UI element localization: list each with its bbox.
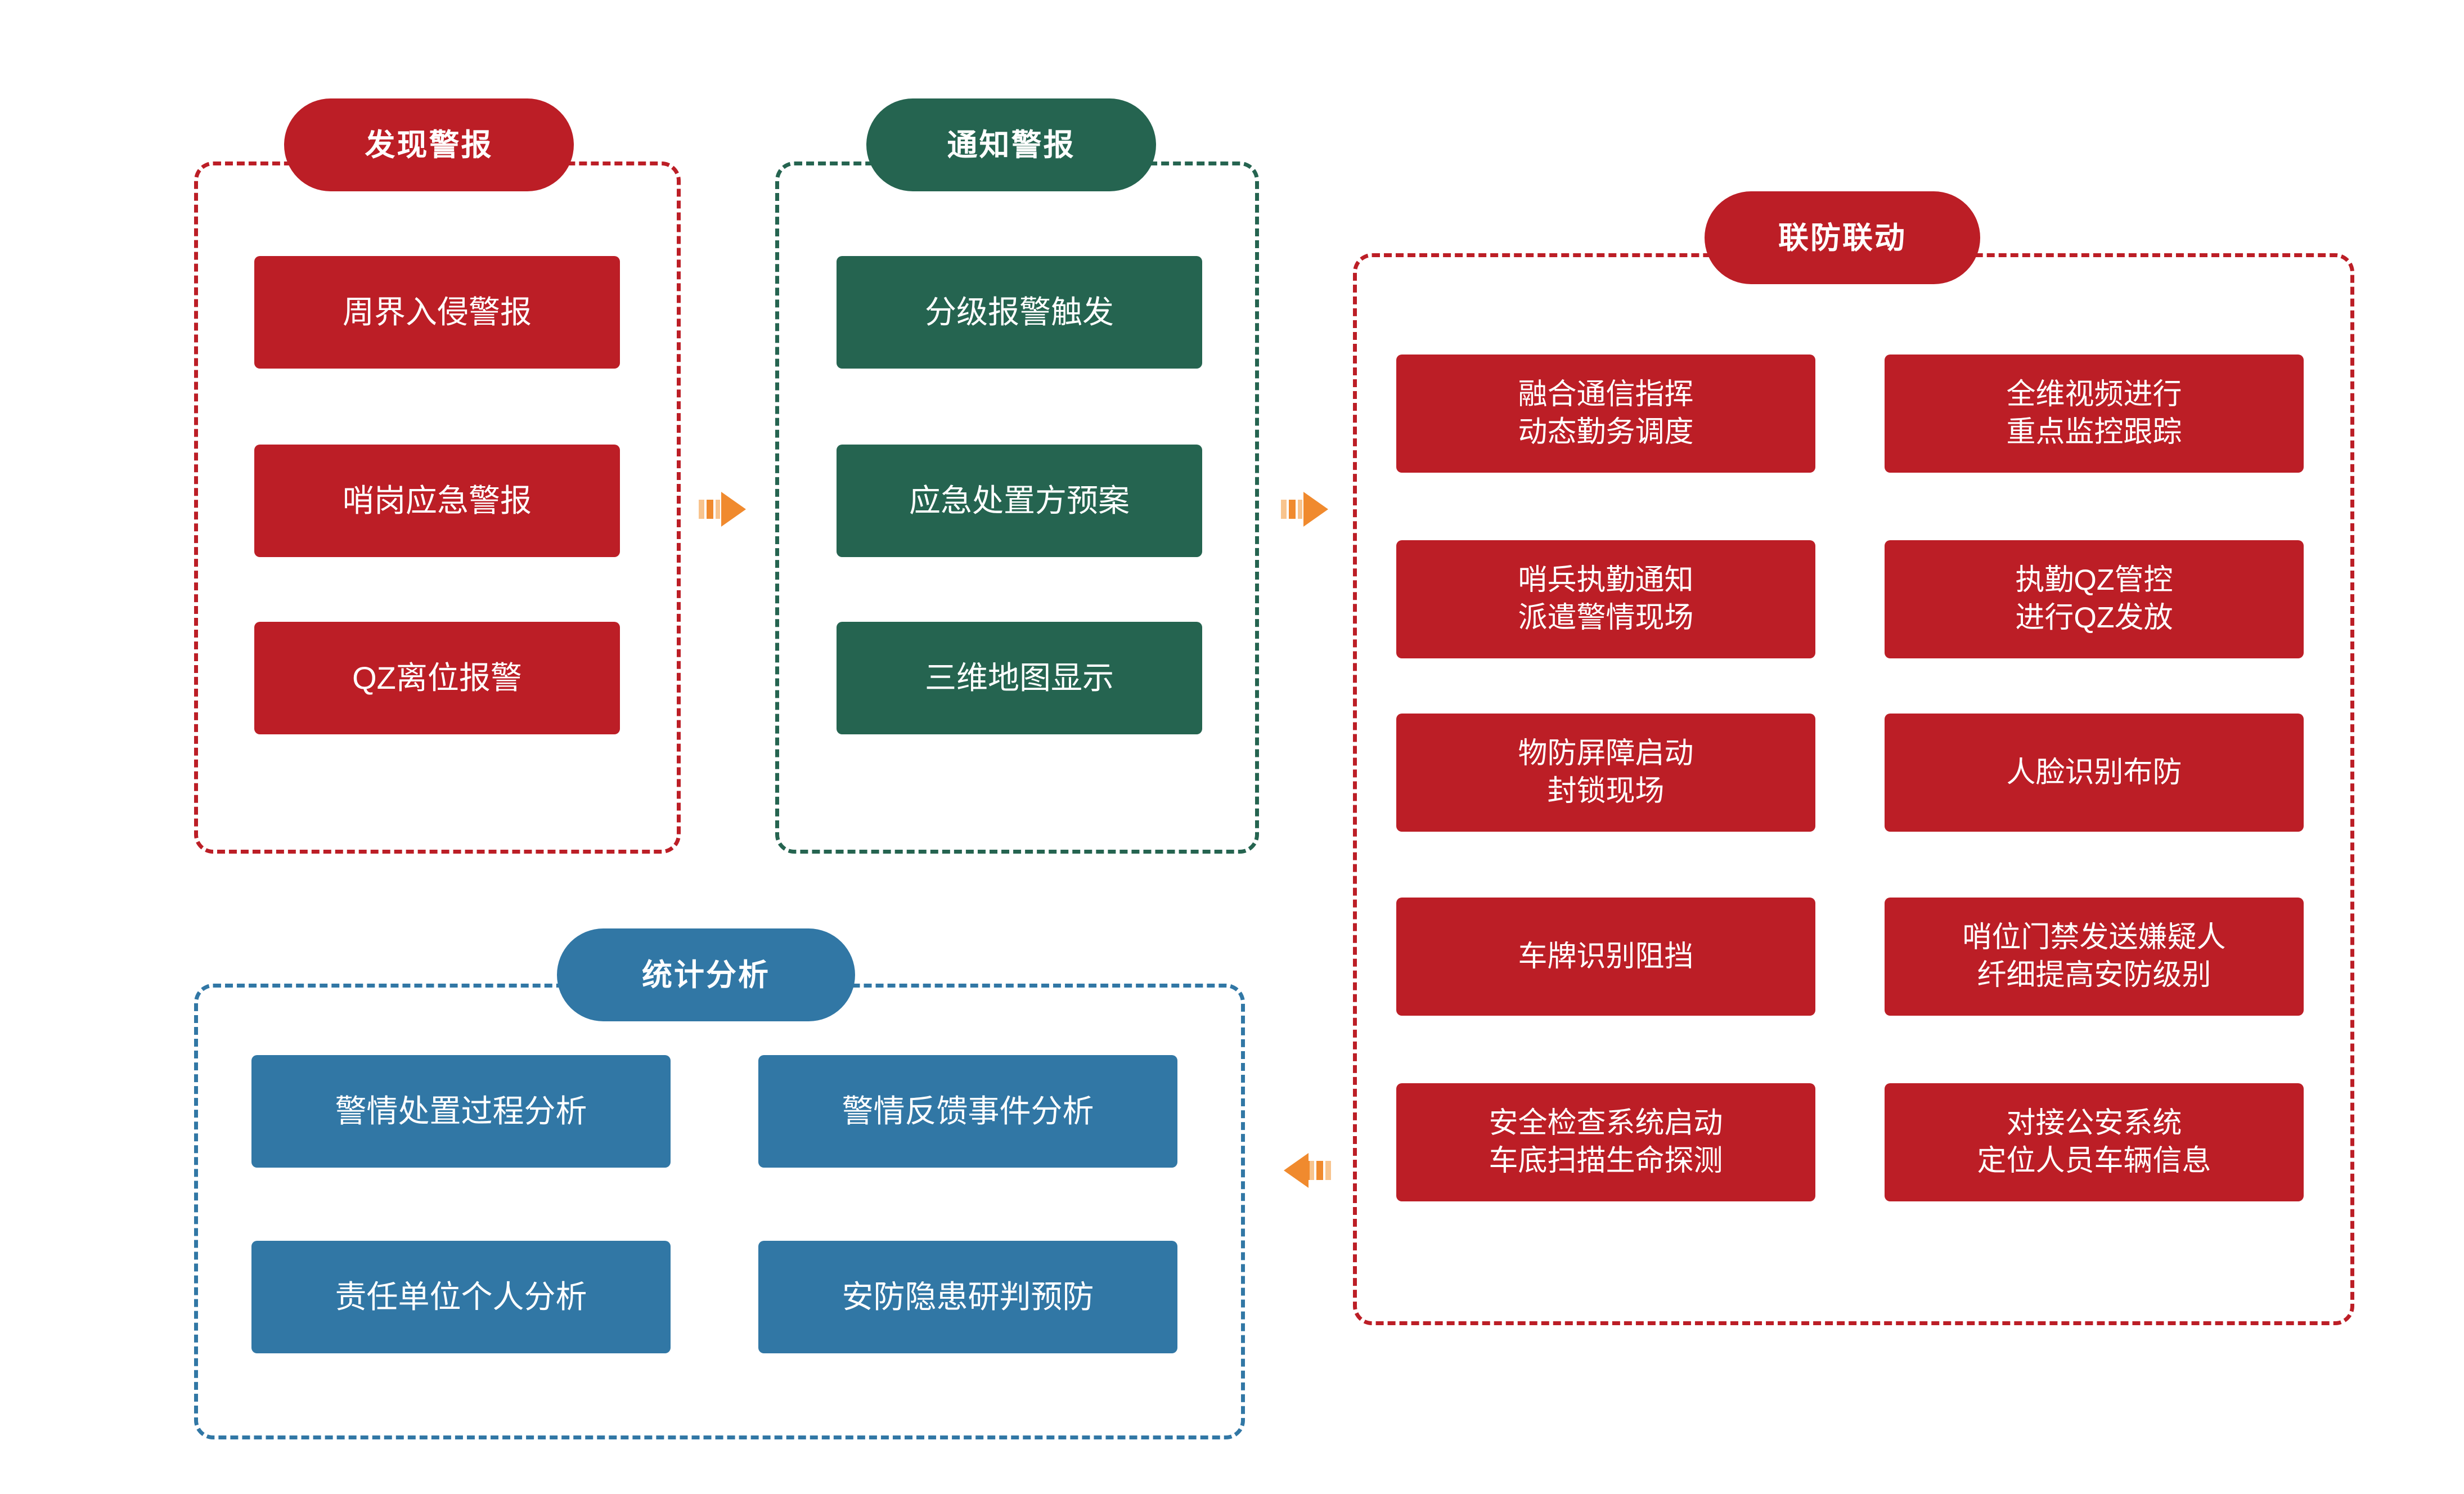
item-box[interactable]: 三维地图显示	[837, 622, 1202, 734]
item-box[interactable]: 哨兵执勤通知 派遣警情现场	[1396, 540, 1815, 658]
item-box[interactable]: 警情处置过程分析	[251, 1055, 671, 1168]
item-box[interactable]: 应急处置方预案	[837, 445, 1202, 557]
item-box[interactable]: 责任单位个人分析	[251, 1241, 671, 1353]
item-box[interactable]: QZ离位报警	[254, 622, 620, 734]
item-box[interactable]: 安防隐患研判预防	[758, 1241, 1177, 1353]
item-box[interactable]: 哨位门禁发送嫌疑人 纤细提高安防级别	[1885, 898, 2304, 1016]
item-box[interactable]: 人脸识别布防	[1885, 714, 2304, 832]
item-box[interactable]: 融合通信指挥 动态勤务调度	[1396, 355, 1815, 473]
item-box[interactable]: 全维视频进行 重点监控跟踪	[1885, 355, 2304, 473]
panel-header-discover-alarm[interactable]: 发现警报	[284, 98, 574, 191]
item-box[interactable]: 警情反馈事件分析	[758, 1055, 1177, 1168]
panel-header-joint-defense[interactable]: 联防联动	[1705, 191, 1980, 284]
item-box[interactable]: 执勤QZ管控 进行QZ发放	[1885, 540, 2304, 658]
item-box[interactable]: 周界入侵警报	[254, 256, 620, 369]
panel-header-statistical-analysis[interactable]: 统计分析	[557, 928, 855, 1021]
panel-statistical-analysis	[194, 984, 1245, 1439]
arrow-joint-to-statistics-icon	[1282, 1151, 1332, 1190]
panel-header-notify-alarm[interactable]: 通知警报	[866, 98, 1156, 191]
item-box[interactable]: 安全检查系统启动 车底扫描生命探测	[1396, 1083, 1815, 1201]
item-box[interactable]: 对接公安系统 定位人员车辆信息	[1885, 1083, 2304, 1201]
arrow-discover-to-notify-icon	[698, 490, 748, 529]
item-box[interactable]: 分级报警触发	[837, 256, 1202, 369]
item-box[interactable]: 物防屏障启动 封锁现场	[1396, 714, 1815, 832]
arrow-notify-to-joint-icon	[1280, 490, 1330, 529]
item-box[interactable]: 哨岗应急警报	[254, 445, 620, 557]
item-box[interactable]: 车牌识别阻挡	[1396, 898, 1815, 1016]
